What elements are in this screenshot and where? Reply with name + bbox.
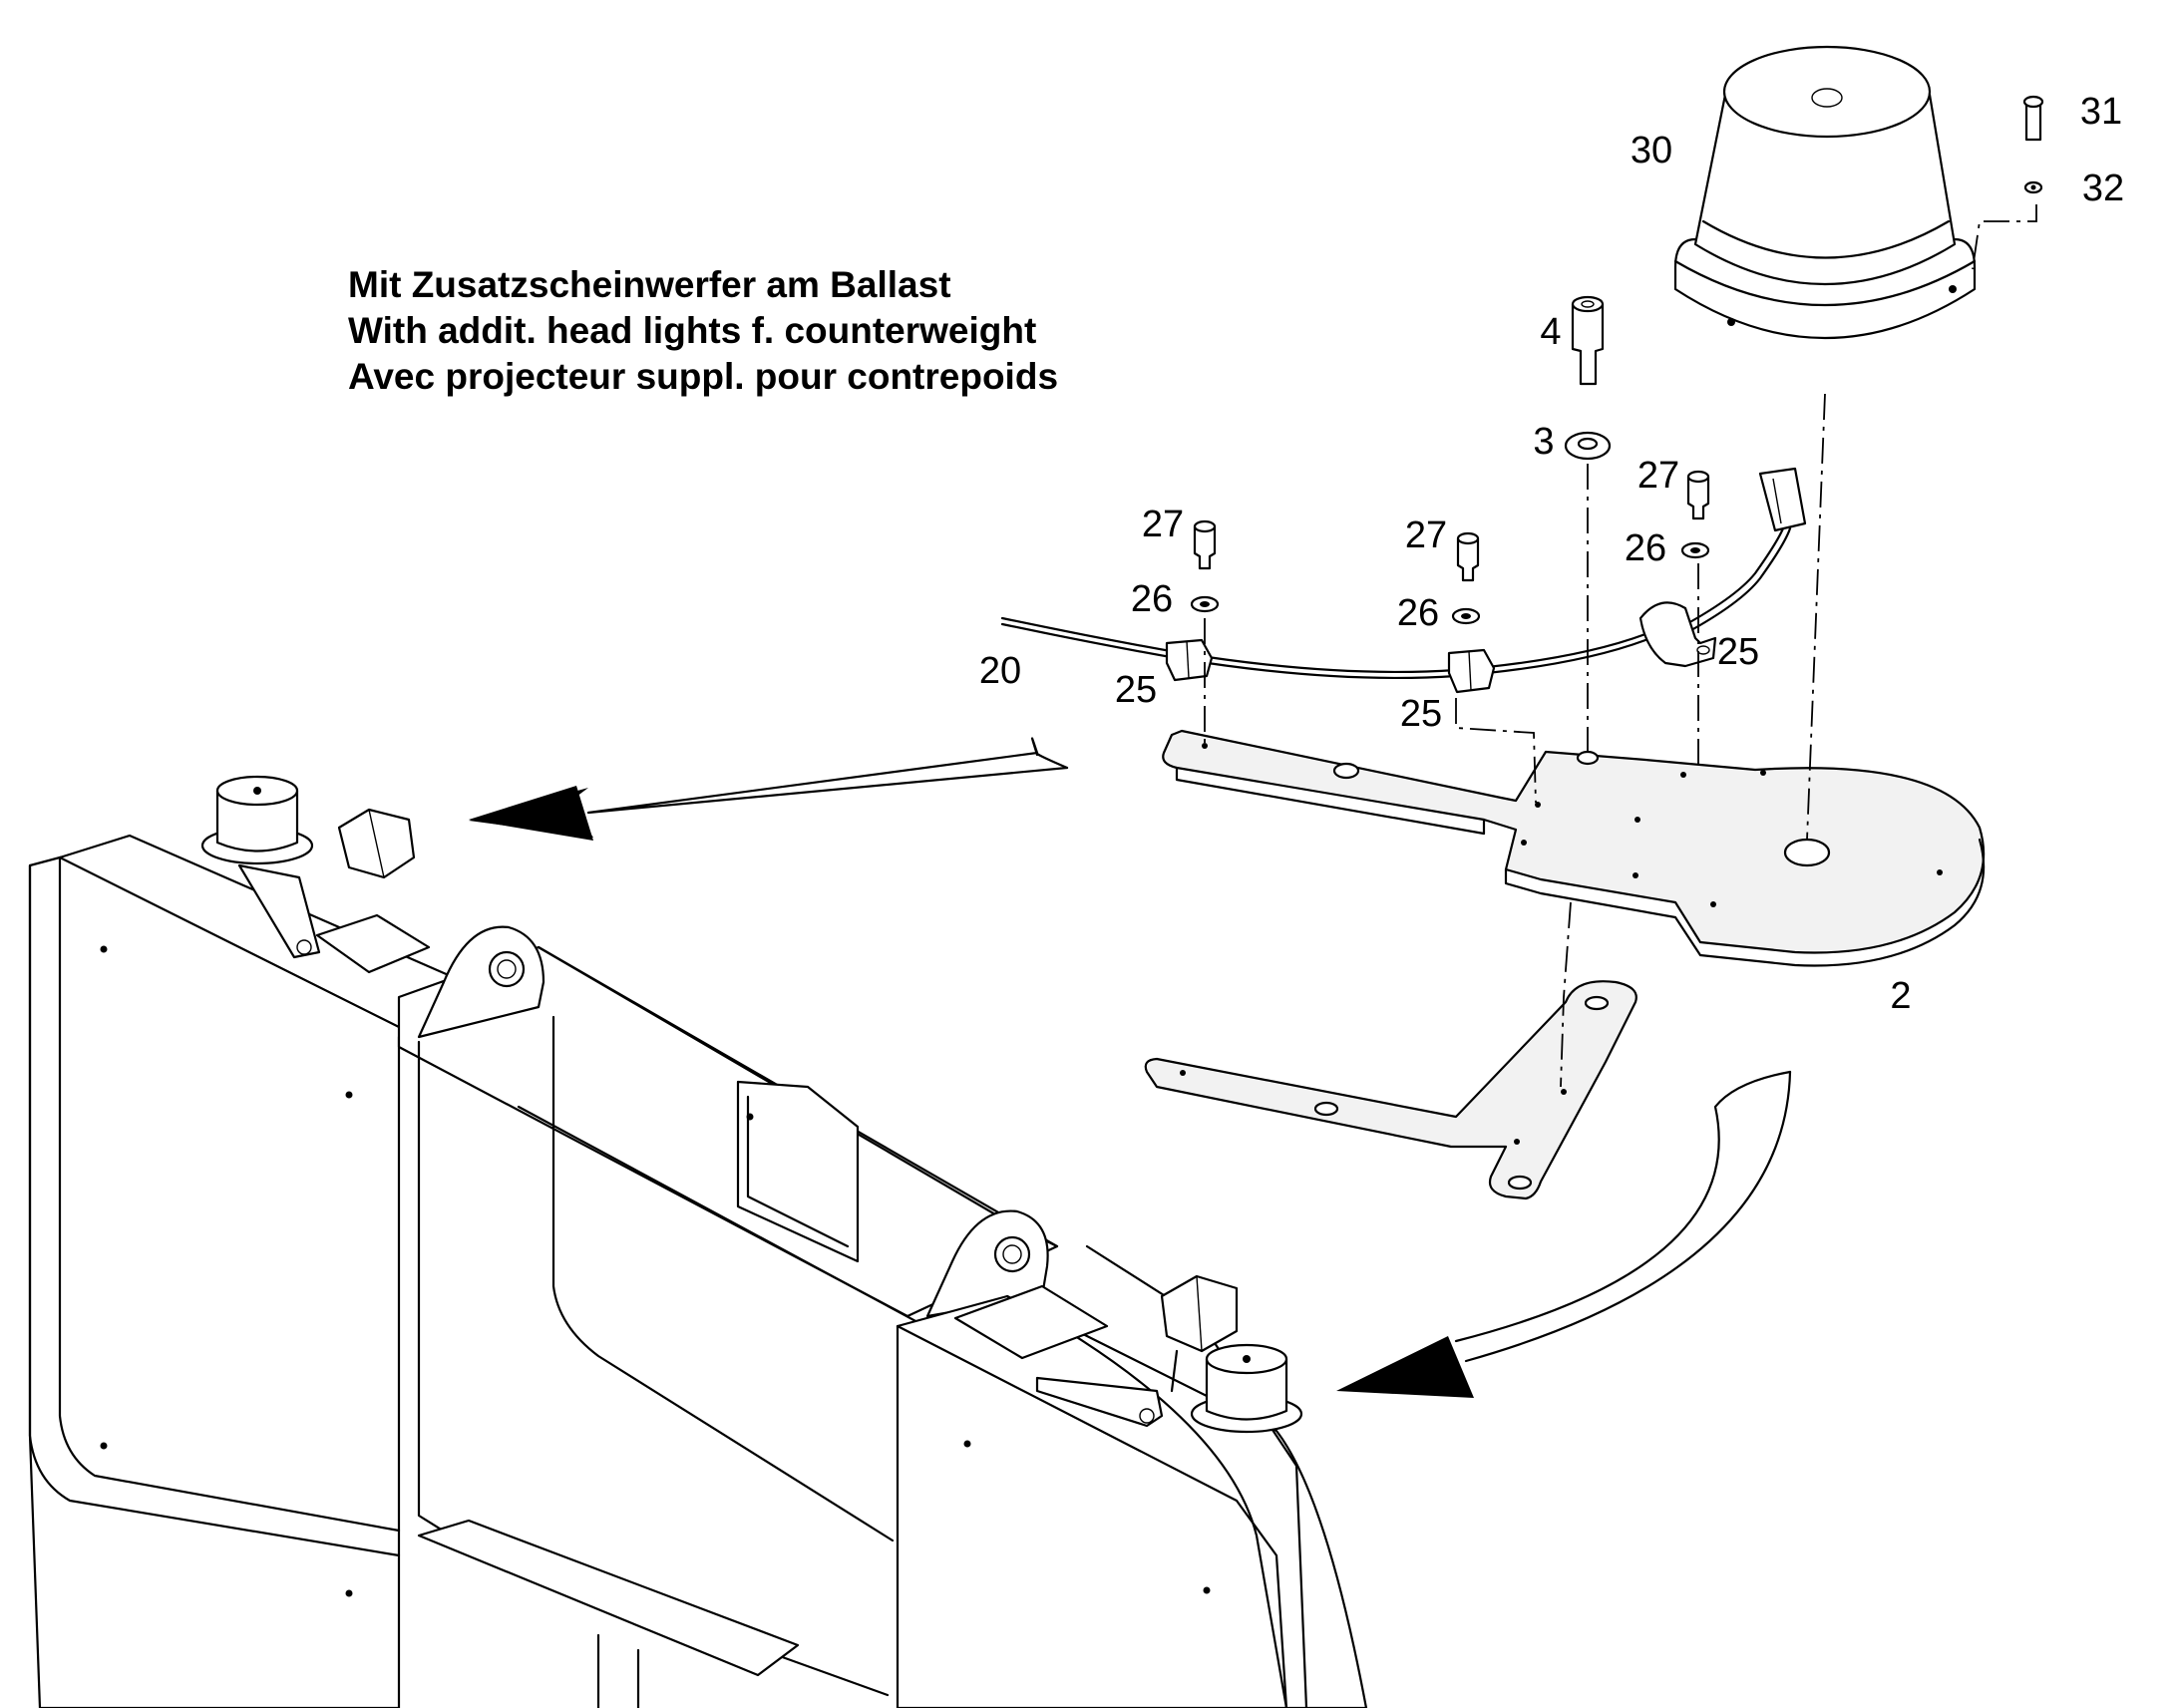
beacon-lamp-30: [1673, 45, 1977, 339]
callout-4: 4: [1540, 311, 1562, 353]
caption-english: With addit. head lights f. counterweight: [348, 310, 1037, 351]
lifting-eye-left: [417, 925, 545, 1039]
washer-26: [1190, 541, 1710, 625]
screw-27-middle: [1456, 531, 1480, 582]
counterweight-assembly: [28, 834, 1368, 1708]
callout-32: 32: [2081, 168, 2125, 209]
caption-french: Avec projecteur suppl. pour contrepoids: [348, 356, 1059, 397]
frame-pocket: [736, 1080, 860, 1263]
mount-bracket-left: [237, 863, 321, 959]
screw-4: [1571, 295, 1605, 386]
callout-31: 31: [2079, 91, 2123, 133]
washer-3: [1564, 431, 1612, 461]
counterweight-foot: [417, 1519, 800, 1677]
mounting-plate-2: [1162, 729, 1986, 967]
lifting-eye-right: [925, 1209, 1049, 1318]
cable-20: [1000, 467, 1807, 680]
cover-plate-right: [953, 1284, 1109, 1360]
callout-30: 30: [1630, 130, 1673, 171]
callout-27-middle: 27: [1404, 514, 1448, 556]
direction-arrow-upper: [469, 737, 1069, 841]
callout-27-left: 27: [1141, 504, 1185, 545]
callout-26-left: 26: [1130, 578, 1174, 620]
callout-26-middle: 26: [1396, 592, 1440, 634]
beacon-lamp-mounted-right: [1035, 1274, 1303, 1434]
direction-arrow-lower: [1336, 1070, 1792, 1398]
block-bolt-dots: [100, 945, 1211, 1597]
mounting-bracket-lower: [1144, 980, 1637, 1200]
callout-25-right: 25: [1716, 631, 1760, 673]
clamp-25: [1165, 601, 1717, 694]
mount-bracket-right: [1035, 1376, 1164, 1428]
screw-27-right: [1686, 470, 1710, 520]
cable-plug: [1758, 467, 1807, 532]
callout-25-middle: 25: [1399, 693, 1443, 735]
callout-25-left: 25: [1114, 669, 1158, 711]
assembly-guide-lines: [1204, 204, 2037, 1088]
screw-31: [2022, 95, 2044, 142]
counterweight-right-block: [896, 1294, 1368, 1708]
caption-german: Mit Zusatzscheinwerfer am Ballast: [348, 264, 951, 305]
callout-27-right: 27: [1636, 455, 1680, 497]
callout-26-right: 26: [1624, 527, 1667, 569]
beacon-lamp-mounted-left: [200, 775, 416, 959]
cover-plate-left: [315, 913, 431, 974]
callout-3: 3: [1533, 421, 1555, 463]
callout-2: 2: [1890, 975, 1912, 1017]
washer-32: [2023, 180, 2043, 194]
screw-27-left: [1193, 519, 1217, 570]
callout-20: 20: [978, 650, 1022, 692]
